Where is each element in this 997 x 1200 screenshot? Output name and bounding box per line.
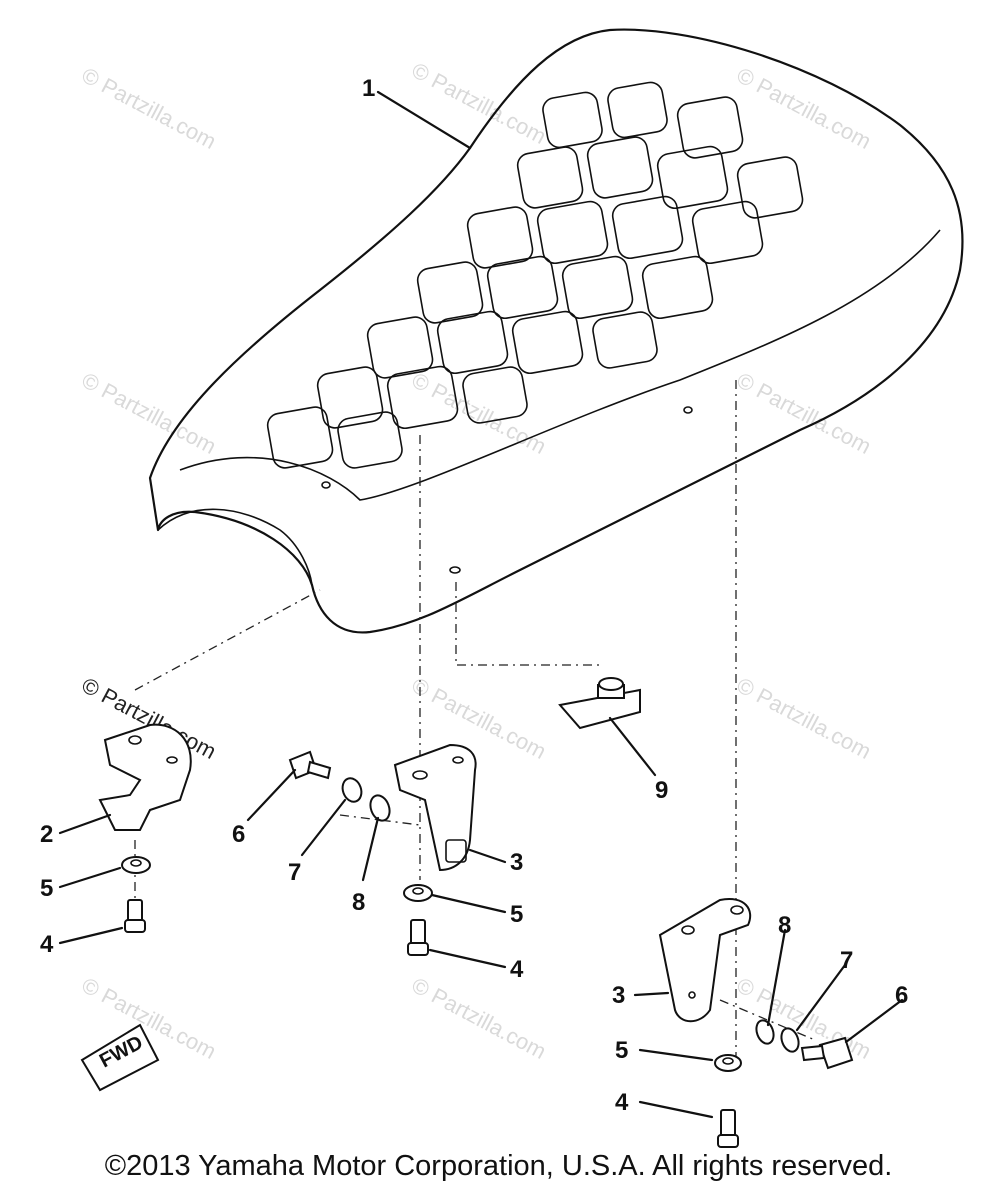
- watermark: © Partzilla.com: [78, 367, 221, 459]
- watermark: © Partzilla.com: [733, 672, 876, 764]
- callout-8: 8: [778, 912, 791, 939]
- watermark: © Partzilla.com: [408, 672, 551, 764]
- washers-5: [121, 856, 742, 1072]
- watermark: © Partzilla.com: [78, 62, 221, 154]
- callout-5: 5: [510, 901, 523, 928]
- bracket-right: [658, 898, 752, 1023]
- callout-7: 7: [288, 859, 301, 886]
- watermark: © Partzilla.com: [408, 972, 551, 1064]
- screws-6: [288, 750, 854, 1070]
- callout-6: 6: [232, 821, 245, 848]
- callout-3: 3: [612, 982, 625, 1009]
- watermark: © Partzilla.com: [733, 367, 876, 459]
- watermark: © Partzilla.com: [733, 62, 876, 154]
- callout-4: 4: [615, 1089, 629, 1116]
- callout-1: 1: [362, 75, 375, 102]
- callout-2: 2: [40, 821, 53, 848]
- callout-3: 3: [510, 849, 523, 876]
- bracket-front: [98, 723, 192, 831]
- callout-5: 5: [615, 1037, 628, 1064]
- callout-numbers: 1 2 5 4 6 7 8 3 5 4 9 3 5 4 8 7 6: [40, 75, 908, 1116]
- copyright-notice: ©2013 Yamaha Motor Corporation, U.S.A. A…: [104, 1150, 893, 1182]
- bracket-left: [393, 743, 477, 872]
- leader-1: [376, 90, 472, 150]
- fwd-arrow: FWD: [80, 1023, 160, 1092]
- callout-8: 8: [352, 889, 365, 916]
- callout-6: 6: [895, 982, 908, 1009]
- bolts: [124, 899, 739, 1148]
- washers-7-8: [341, 777, 800, 1053]
- seat-assembly: [148, 28, 964, 634]
- callout-5: 5: [40, 875, 53, 902]
- callout-4: 4: [510, 956, 524, 983]
- watermark: © Partzilla.com: [408, 367, 551, 459]
- callout-leaders: [58, 716, 904, 1119]
- callout-4: 4: [40, 931, 54, 958]
- callout-9: 9: [655, 777, 668, 804]
- callout-7: 7: [840, 947, 853, 974]
- nut-plate: [558, 677, 641, 730]
- seat-quilting: [266, 81, 804, 469]
